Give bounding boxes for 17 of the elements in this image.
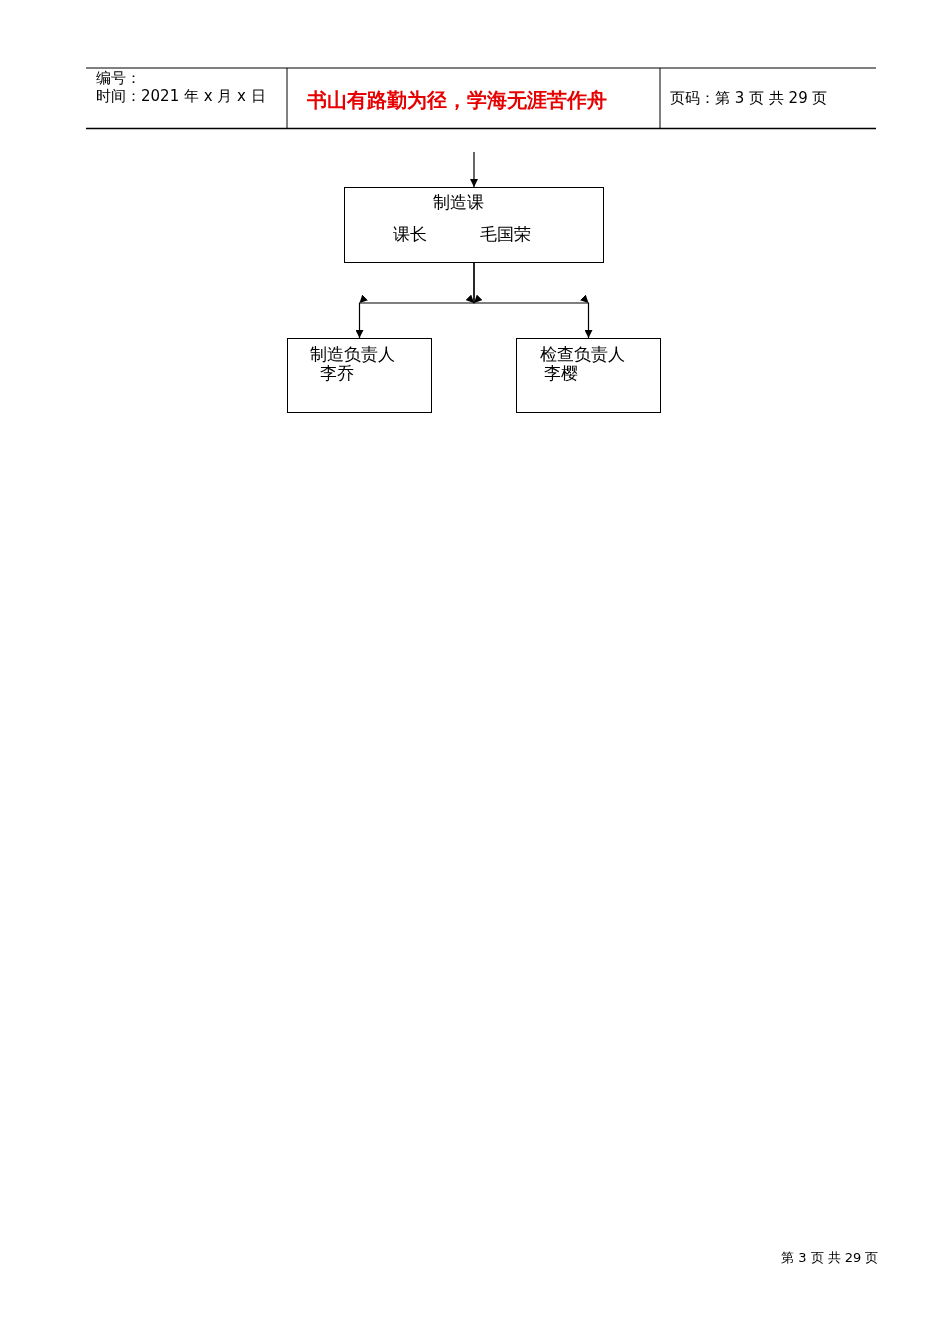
header-text: 编号： [96, 69, 141, 88]
org-box [287, 338, 432, 413]
box-title: 制造负责人 [310, 345, 395, 364]
header-text: 时间：2021 年 x 月 x 日 [96, 87, 266, 106]
box-title: 制造课 [433, 193, 484, 212]
header-text: 页码：第 3 页 共 29 页 [670, 89, 828, 108]
arrow [470, 151, 478, 188]
box-text: 毛国荣 [480, 225, 531, 244]
page-footer: 第 3 页 共 29 页 [781, 1249, 879, 1267]
box-text: 课长 [393, 225, 427, 244]
arrow [466, 262, 593, 339]
box-title: 检查负责人 [540, 345, 625, 364]
box-text: 李乔 [320, 364, 354, 383]
box-text: 李樱 [544, 364, 578, 383]
header-motto: 书山有路勤为径，学海无涯苦作舟 [307, 87, 607, 114]
org-box [516, 338, 661, 413]
org-box [344, 187, 604, 263]
